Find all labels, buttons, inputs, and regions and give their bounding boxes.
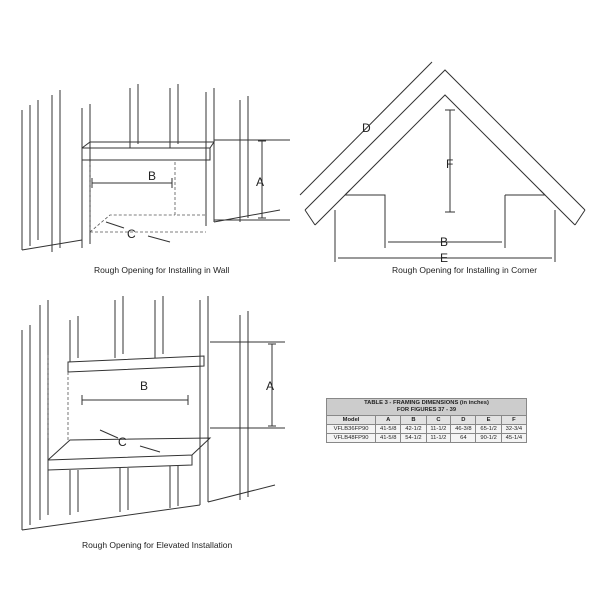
table-row: VFLB48FP90 41-5/8 54-1/2 11-1/2 64 90-1/… <box>325 433 528 443</box>
elevated-label-c: C <box>118 435 127 449</box>
corner-caption: Rough Opening for Installing in Corner <box>392 265 538 275</box>
table-header-row: Model A B C D E F <box>325 415 528 425</box>
corner-opening-diagram: B E F D <box>299 61 586 265</box>
header-cell: E <box>475 415 502 425</box>
corner-label-b: B <box>440 235 448 249</box>
header-cell: Model <box>325 415 377 425</box>
elevated-label-b: B <box>140 379 148 393</box>
table-row: VFLB36FP90 41-5/8 42-1/2 11-1/2 46-3/8 6… <box>325 424 528 434</box>
header-cell: D <box>450 415 477 425</box>
cell: 54-1/2 <box>400 433 427 443</box>
wall-label-b: B <box>148 169 156 183</box>
table-title-line1: TABLE 3 - FRAMING DIMENSIONS (in inches) <box>364 400 489 406</box>
header-cell: F <box>500 415 528 425</box>
cell: 65-1/2 <box>475 424 502 434</box>
cell: 41-5/8 <box>375 424 402 434</box>
header-cell: A <box>375 415 402 425</box>
elevated-opening-diagram: B A C <box>21 296 285 531</box>
cell: VFLB48FP90 <box>325 433 377 443</box>
cell: 41-5/8 <box>375 433 402 443</box>
cell: 11-1/2 <box>425 433 452 443</box>
cell: VFLB36FP90 <box>325 424 377 434</box>
header-cell: C <box>425 415 452 425</box>
elevated-caption: Rough Opening for Elevated Installation <box>82 540 233 550</box>
elevated-label-a: A <box>266 379 274 393</box>
header-cell: B <box>400 415 427 425</box>
cell: 90-1/2 <box>475 433 502 443</box>
cell: 45-1/4 <box>500 433 528 443</box>
cell: 42-1/2 <box>400 424 427 434</box>
wall-opening-diagram: B A C <box>21 84 290 252</box>
table-title: TABLE 3 - FRAMING DIMENSIONS (in inches)… <box>326 398 527 416</box>
framing-dimensions-table: TABLE 3 - FRAMING DIMENSIONS (in inches)… <box>325 398 528 443</box>
cell: 64 <box>450 433 477 443</box>
wall-label-a: A <box>256 175 264 189</box>
wall-caption: Rough Opening for Installing in Wall <box>94 265 230 275</box>
corner-label-d: D <box>362 121 371 135</box>
table-title-line2: FOR FIGURES 37 - 39 <box>396 407 457 413</box>
cell: 32-3/4 <box>500 424 528 434</box>
corner-label-e: E <box>440 251 448 265</box>
corner-label-f: F <box>446 157 453 171</box>
cell: 46-3/8 <box>450 424 477 434</box>
wall-label-c: C <box>127 227 136 241</box>
cell: 11-1/2 <box>425 424 452 434</box>
